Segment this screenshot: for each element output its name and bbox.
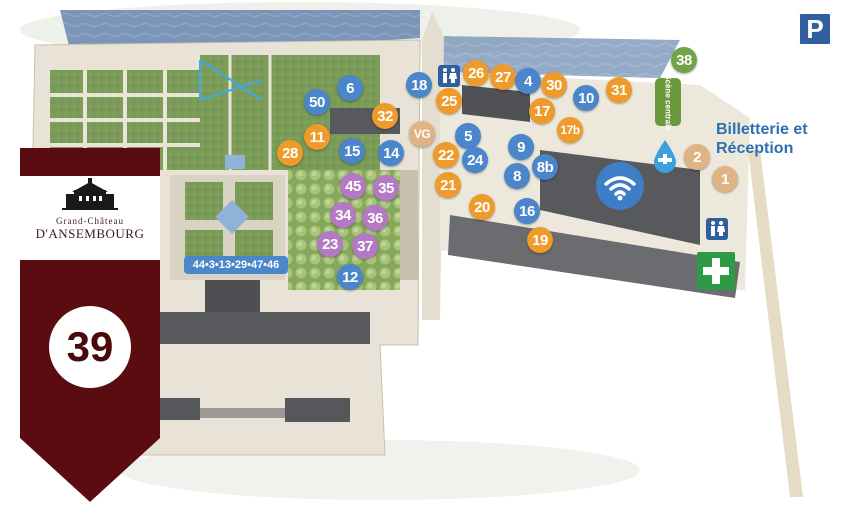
stand-marker-34[interactable]: 34 — [330, 202, 356, 228]
wc-icon[interactable] — [438, 65, 460, 87]
stand-marker-30[interactable]: 30 — [541, 72, 567, 98]
stand-marker-28[interactable]: 28 — [277, 140, 303, 166]
stand-marker-8b[interactable]: 8b — [532, 154, 558, 180]
logo-line1: Grand-Château — [56, 216, 124, 226]
stand-marker-6[interactable]: 6 — [337, 75, 363, 101]
stand-marker-vg[interactable]: VG — [409, 121, 435, 147]
stand-marker-24[interactable]: 24 — [462, 147, 488, 173]
stand-marker-26[interactable]: 26 — [463, 60, 489, 86]
stand-marker-19[interactable]: 19 — [527, 227, 553, 253]
stand-marker-9[interactable]: 9 — [508, 134, 534, 160]
wc-icon[interactable] — [706, 218, 728, 240]
stand-marker-45[interactable]: 45 — [340, 173, 366, 199]
stand-marker-8[interactable]: 8 — [504, 163, 530, 189]
stand-marker-32[interactable]: 32 — [372, 103, 398, 129]
stand-marker-17b[interactable]: 17b — [557, 117, 583, 143]
stand-marker-23[interactable]: 23 — [317, 231, 343, 257]
wifi-icon — [596, 162, 644, 210]
stand-number: 39 — [49, 306, 131, 388]
stand-marker-14[interactable]: 14 — [378, 140, 404, 166]
stand-marker-20[interactable]: 20 — [469, 194, 495, 220]
stand-group-banner[interactable]: 44•3•13•29•47•46 — [184, 256, 288, 274]
castle-logo: Grand-Château D'ANSEMBOURG — [20, 176, 160, 260]
parking-icon[interactable]: P — [798, 12, 832, 46]
stand-marker-15[interactable]: 15 — [339, 138, 365, 164]
scene-centrale-sign[interactable]: Scène centrale — [655, 74, 681, 130]
stand-marker-50[interactable]: 50 — [304, 89, 330, 115]
stand-marker-2[interactable]: 2 — [684, 144, 710, 170]
first-aid-icon[interactable] — [697, 252, 735, 290]
stand-marker-38[interactable]: 38 — [671, 47, 697, 73]
logo-line2: D'ANSEMBOURG — [35, 226, 145, 241]
stand-marker-17[interactable]: 17 — [529, 98, 555, 124]
stand-marker-22[interactable]: 22 — [433, 142, 459, 168]
castle-logo-icon — [62, 178, 118, 210]
stand-marker-37[interactable]: 37 — [352, 233, 378, 259]
stand-marker-4[interactable]: 4 — [515, 68, 541, 94]
stand-marker-12[interactable]: 12 — [337, 264, 363, 290]
stand-marker-35[interactable]: 35 — [373, 175, 399, 201]
stand-marker-1[interactable]: 1 — [712, 166, 738, 192]
stand-marker-11[interactable]: 11 — [304, 124, 330, 150]
stand-marker-36[interactable]: 36 — [362, 205, 388, 231]
stand-marker-16[interactable]: 16 — [514, 198, 540, 224]
stand-marker-5[interactable]: 5 — [455, 123, 481, 149]
stand-marker-21[interactable]: 21 — [435, 172, 461, 198]
billetterie-label[interactable]: Billetterie et Réception — [716, 121, 808, 157]
stand-marker-27[interactable]: 27 — [490, 64, 516, 90]
stand-marker-18[interactable]: 18 — [406, 72, 432, 98]
water-tap-icon — [654, 140, 676, 173]
stand-marker-31[interactable]: 31 — [606, 77, 632, 103]
scene-centrale-label: Scène centrale — [663, 73, 673, 131]
stand-marker-25[interactable]: 25 — [436, 88, 462, 114]
stand-marker-10[interactable]: 10 — [573, 85, 599, 111]
